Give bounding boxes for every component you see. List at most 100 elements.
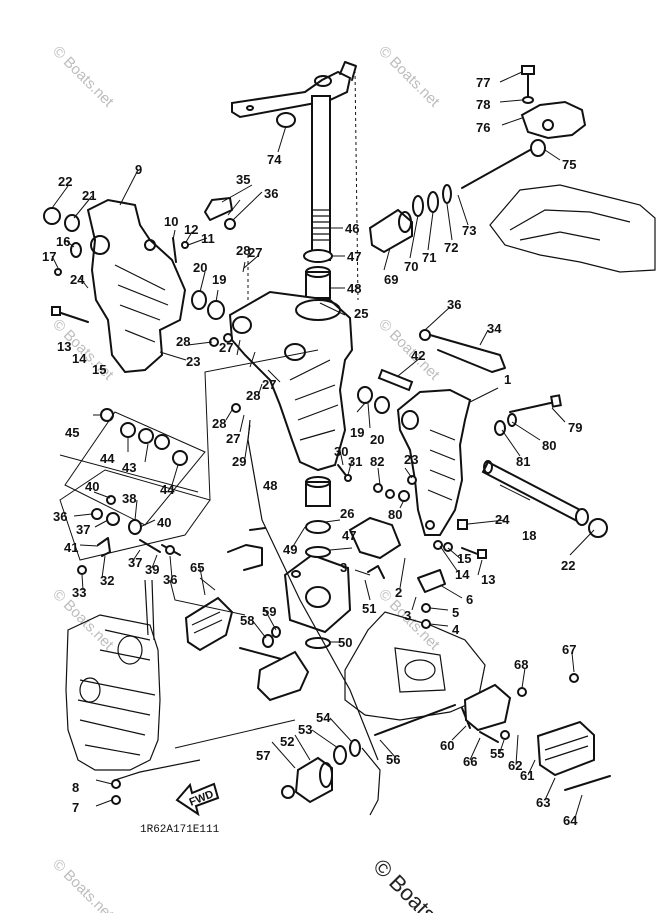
grease-fitting-10: [172, 237, 177, 263]
washer-38: [128, 519, 142, 535]
callout-8: 8: [72, 780, 79, 795]
screw-33: [77, 565, 87, 575]
callout-39: 39: [145, 562, 159, 577]
bolt-37b: [139, 539, 161, 553]
bushing-19b: [357, 386, 373, 404]
washer-14b: [443, 542, 453, 552]
callout-52: 52: [280, 734, 294, 749]
power-trim-unit: [65, 614, 161, 771]
watermark: © Boats.net: [49, 43, 117, 111]
screw-4: [421, 619, 431, 629]
washer-72: [442, 184, 452, 204]
callout-21: 21: [82, 188, 96, 203]
trim-sender: [184, 596, 234, 652]
callout-27: 27: [226, 431, 240, 446]
callout-19: 19: [212, 272, 226, 287]
callout-29: 29: [232, 454, 246, 469]
washer-50: [305, 637, 331, 649]
callout-53: 53: [298, 722, 312, 737]
wire-56: [361, 747, 381, 816]
pin-35: [204, 197, 233, 221]
grease-nipple-17: [54, 268, 62, 276]
bushing-75: [530, 139, 546, 157]
bolt-79: [509, 394, 562, 413]
anode-62-63: [536, 720, 595, 777]
group-box-36-41: [59, 469, 211, 561]
callout-20: 20: [193, 260, 207, 275]
engine-bottom-cowling: [489, 184, 656, 273]
steering-shaft: [311, 95, 331, 261]
bolt-36c: [161, 544, 181, 556]
callout-63: 63: [536, 795, 550, 810]
callout-14: 14: [72, 351, 87, 366]
callout-72: 72: [444, 240, 458, 255]
callout-11: 11: [201, 231, 215, 246]
nut-36: [91, 508, 103, 520]
bolt-8: [111, 779, 121, 789]
callout-46: 46: [345, 221, 359, 236]
washer-55: [500, 730, 510, 740]
clamp-bracket-right: [396, 388, 472, 536]
nut-22a: [43, 207, 61, 225]
bushing-44b: [172, 450, 188, 466]
bracket-6: [417, 569, 446, 593]
bushing-48: [305, 266, 331, 299]
callout-66: 66: [463, 754, 477, 769]
callout-69: 69: [384, 272, 398, 287]
dash-line: [354, 69, 359, 301]
washer-80: [507, 413, 517, 427]
washer-70: [412, 195, 424, 217]
callout-2: 2: [395, 585, 402, 600]
callout-36: 36: [163, 572, 177, 587]
pin-42: [377, 368, 414, 392]
callout-41: 41: [64, 540, 78, 555]
callout-28: 28: [236, 243, 250, 258]
callout-48: 48: [263, 478, 277, 493]
callout-4: 4: [452, 622, 460, 637]
callout-82: 82: [370, 454, 384, 469]
nut-27a: [223, 333, 233, 343]
callout-28: 28: [246, 388, 260, 403]
grease-nozzle-inset: [227, 527, 266, 571]
callout-28: 28: [212, 416, 226, 431]
washer-53: [333, 745, 347, 765]
plate-64: [564, 775, 611, 791]
bracket-26: [348, 516, 402, 560]
nut-7: [111, 795, 121, 805]
callout-54: 54: [316, 710, 331, 725]
callout-60: 60: [440, 738, 454, 753]
callout-7: 7: [72, 800, 79, 815]
bolt-24b: [457, 519, 468, 530]
callout-43: 43: [122, 460, 136, 475]
bolt-36a: [224, 218, 236, 230]
callout-42: 42: [411, 348, 425, 363]
bushing-43: [138, 428, 170, 450]
callout-44: 44: [100, 451, 115, 466]
callout-27: 27: [262, 377, 276, 392]
callout-50: 50: [338, 635, 352, 650]
drawing-code: 1R62A171E111: [140, 824, 220, 836]
bushing-48b: [305, 476, 331, 507]
callout-18: 18: [522, 528, 536, 543]
washer-37a: [106, 512, 120, 526]
callout-24: 24: [495, 512, 510, 527]
routing-line: [59, 454, 199, 493]
nut-22b: [588, 518, 608, 538]
callout-24: 24: [70, 272, 85, 287]
callout-71: 71: [422, 250, 436, 265]
callout-30: 30: [334, 444, 348, 459]
callout-49: 49: [283, 542, 297, 557]
callout-47: 47: [342, 528, 356, 543]
callout-62: 62: [508, 758, 522, 773]
callout-81: 81: [516, 454, 530, 469]
callout-64: 64: [563, 813, 578, 828]
routing-line: [204, 349, 319, 501]
callout-55: 55: [490, 746, 504, 761]
callout-22: 22: [58, 174, 72, 189]
washer-78: [522, 96, 534, 104]
bracket-3a: [367, 565, 385, 579]
callout-20: 20: [370, 432, 384, 447]
clamp-bracket-left: [86, 198, 187, 374]
grease-nipple-74: [276, 112, 296, 128]
